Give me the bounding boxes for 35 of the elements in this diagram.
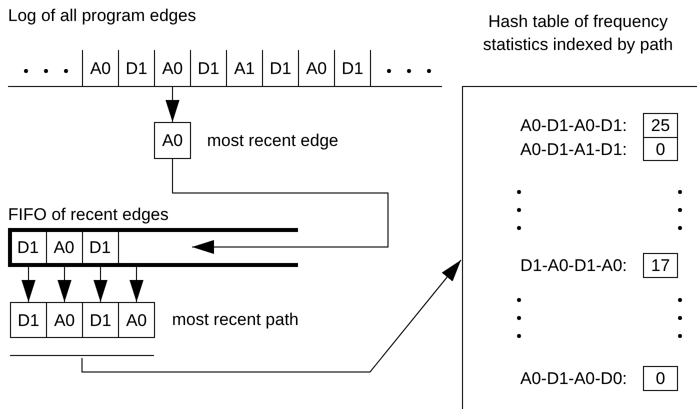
edge-cell: A1 (226, 50, 263, 87)
arrow (166, 86, 180, 122)
edge-cell: A0 (154, 50, 191, 87)
edge-cell: D1 (262, 50, 299, 87)
fifo-title: FIFO of recent edges (8, 205, 169, 225)
value-box: D1 (10, 302, 47, 338)
table-title: Hash table of frequency statistics indexed by path (482, 11, 674, 56)
value-box: 0 (643, 366, 678, 391)
path-key: A0-D1-A0-D1: (520, 116, 627, 136)
path-key: D1-A0-D1-A0: (520, 256, 627, 276)
edge-cell: A0 (46, 232, 83, 263)
edge-cell: D1 (10, 232, 47, 263)
edge-cell: A0 (82, 50, 119, 87)
edge-cell: A0 (298, 50, 335, 87)
fifo-queue (8, 205, 298, 267)
value-box: A0 (46, 302, 83, 338)
path-key: A0-D1-A1-D1: (520, 140, 627, 160)
arrow (172, 158, 388, 254)
edge-cell: D1 (82, 232, 119, 263)
value-box: D1 (82, 302, 119, 338)
edge-caption: most recent edge (207, 131, 338, 151)
value-box: A0 (154, 122, 191, 159)
path-key: A0-D1-A0-D0: (520, 369, 627, 389)
value-box: 25 (643, 113, 678, 138)
path-caption: most recent path (172, 310, 299, 330)
value-box: 17 (643, 253, 678, 278)
edge-cell: D1 (190, 50, 227, 87)
arrow (130, 266, 144, 302)
edge-cell: D1 (118, 50, 155, 87)
value-box: 0 (643, 137, 678, 161)
value-box: A0 (118, 302, 155, 338)
arrow (82, 260, 462, 372)
edge-cell: D1 (334, 50, 371, 87)
edge-log-strip (8, 6, 442, 87)
log-title: Log of all program edges (8, 6, 196, 26)
